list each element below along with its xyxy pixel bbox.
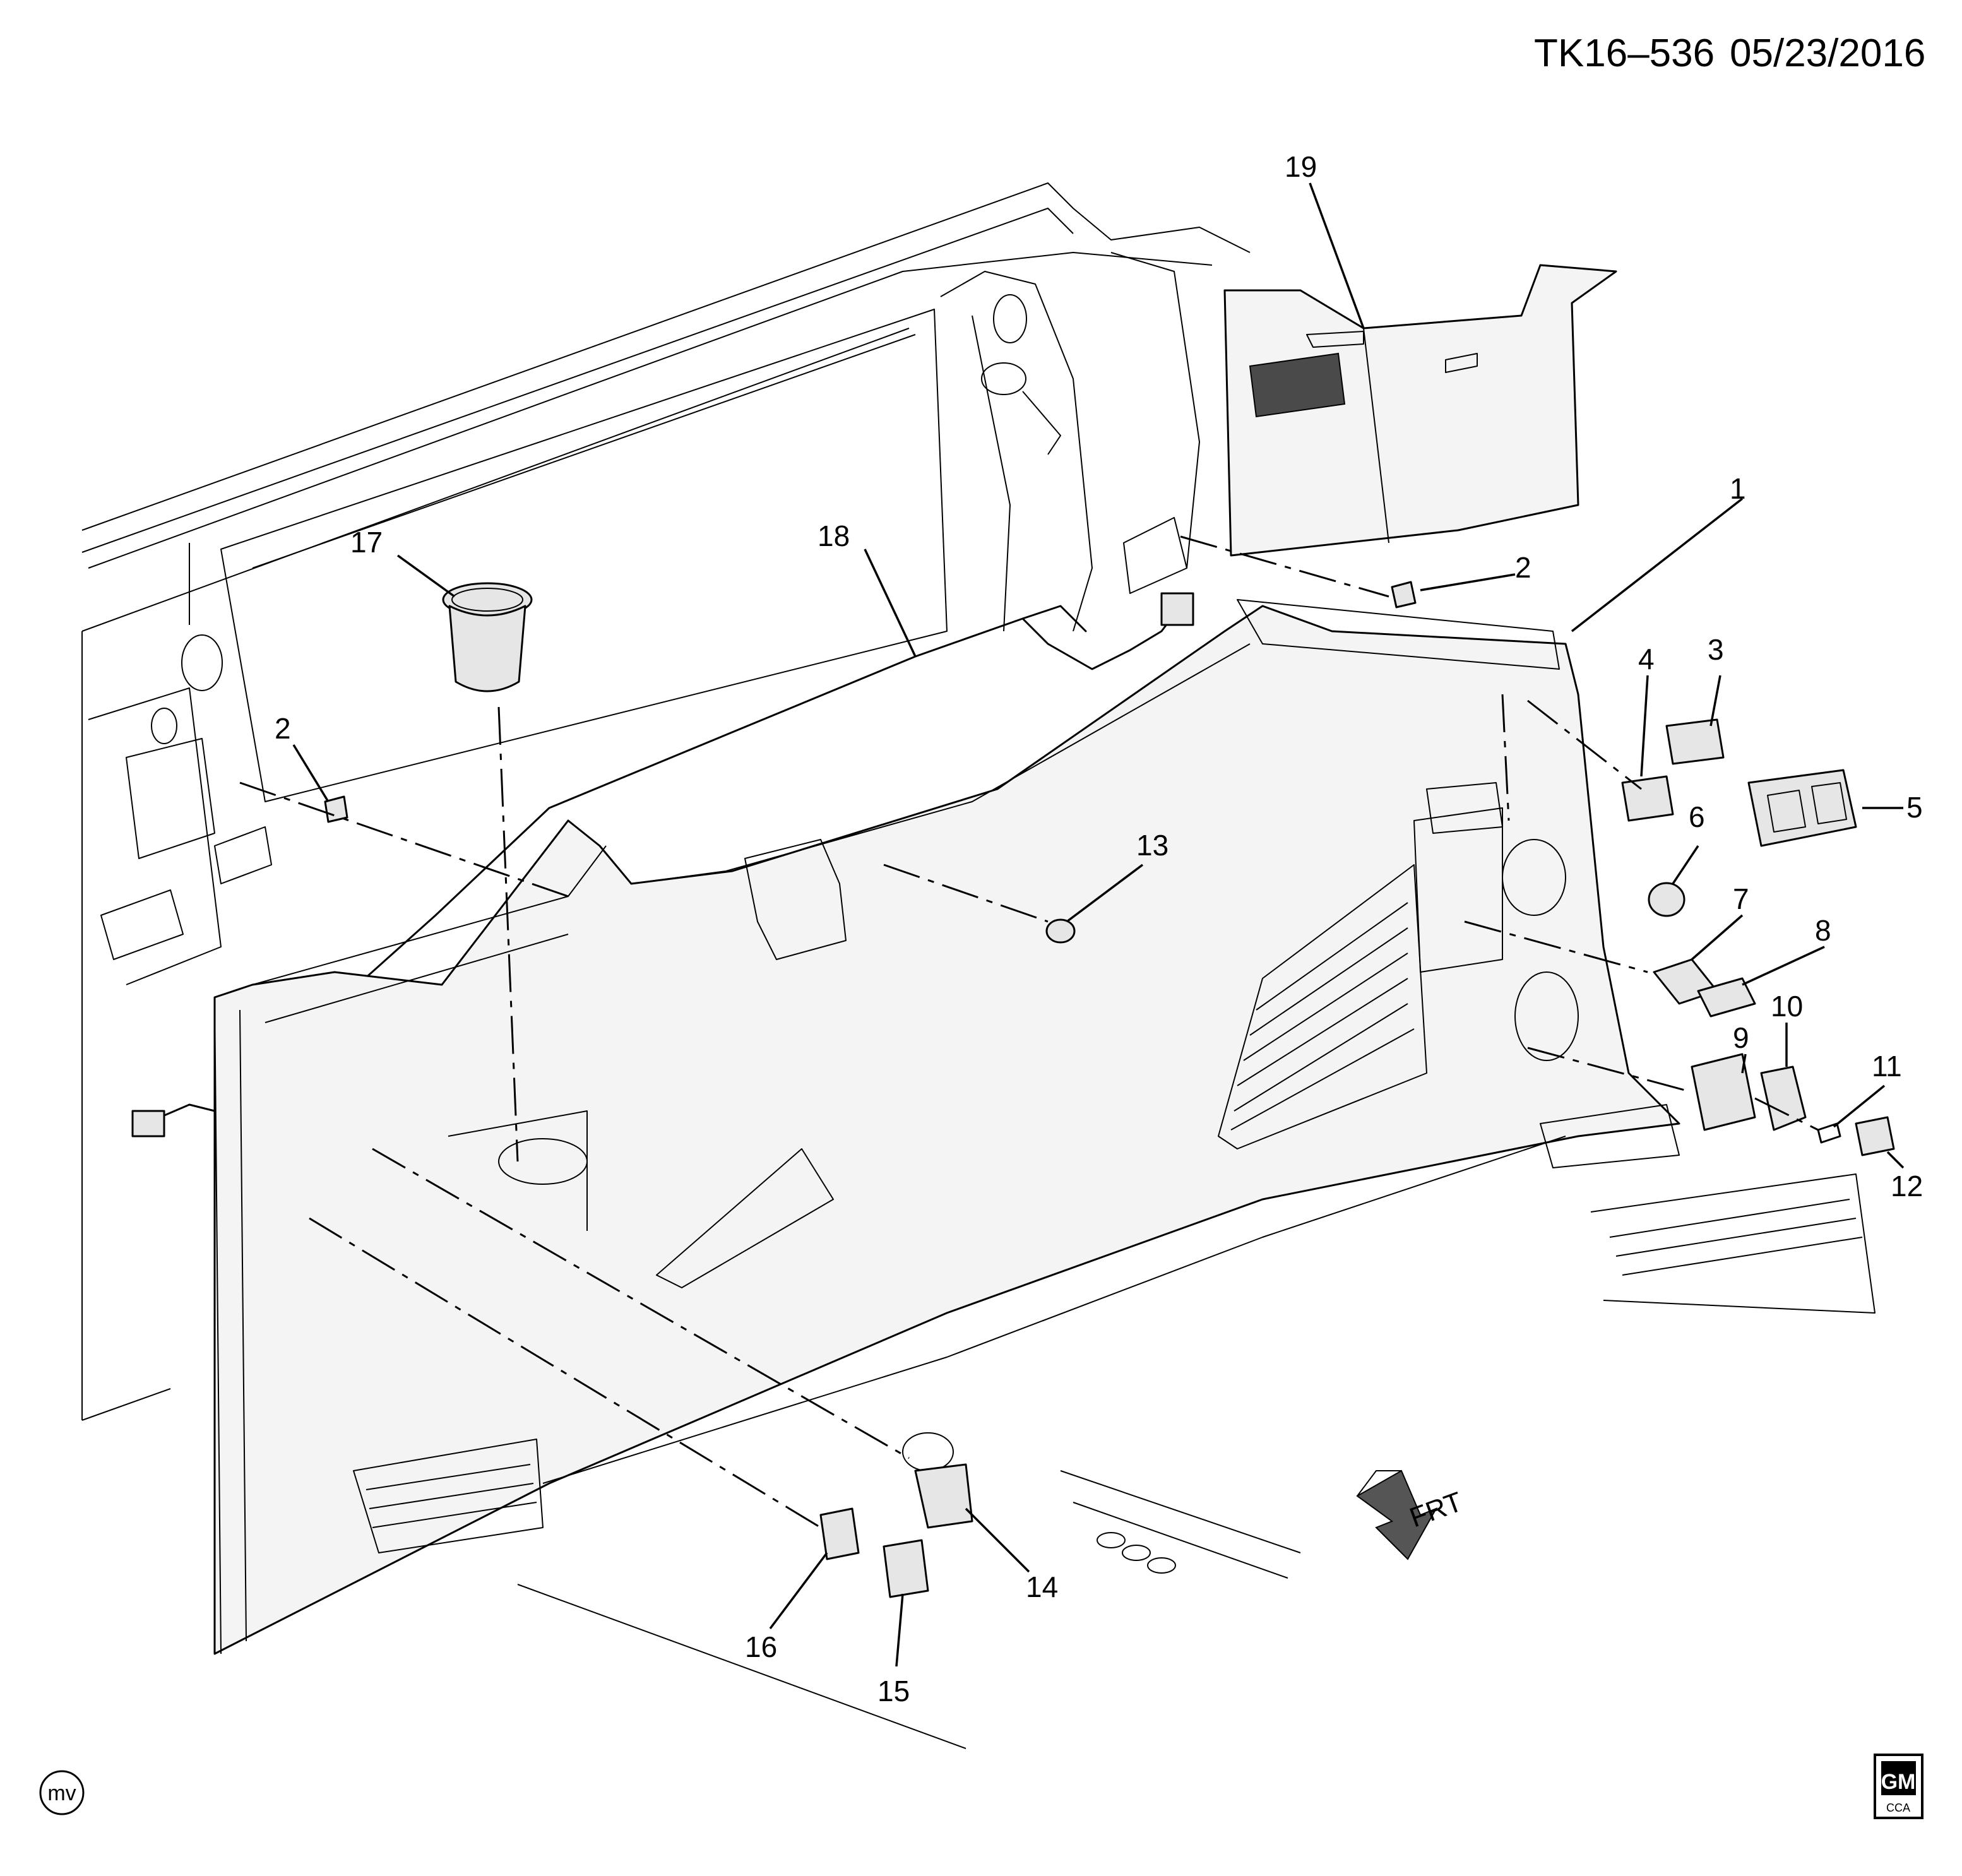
callout-10: 10 [1771,990,1803,1023]
clip-left [324,795,348,823]
mv-mark: mv [39,1770,85,1815]
callout-17: 17 [350,526,383,559]
callout-8: 8 [1815,914,1831,947]
callout-5: 5 [1906,791,1923,824]
lower-trim-panel [213,599,1680,1655]
clip-lower [819,1507,860,1560]
hook [1760,1066,1807,1131]
callout-16: 16 [745,1630,777,1663]
callout-19: 19 [1285,150,1317,183]
callout-4: 4 [1638,643,1655,675]
callout-12: 12 [1891,1170,1923,1202]
alignment-lines [239,535,1819,1529]
callout-18: 18 [818,519,850,552]
callout-3: 3 [1708,633,1724,666]
bezel-lower [883,1539,929,1598]
callout-9: 9 [1733,1021,1749,1054]
switch-assembly [1621,718,1857,847]
callout-11: 11 [1872,1050,1902,1083]
callout-13: 13 [1136,829,1168,862]
gm-logo: GM CCA [1874,1754,1923,1819]
callout-1: 1 [1730,472,1746,505]
tie-down-anchor [902,1432,973,1529]
gm-logo-sub: CCA [1886,1802,1910,1814]
callout-7: 7 [1733,882,1749,915]
callout-2-left: 2 [275,712,291,745]
gm-logo-label: GM [1881,1770,1916,1794]
outlet-bezel [1691,1053,1756,1131]
clip-upper [1391,581,1417,609]
callout-labels: 1 2 2 3 4 5 6 7 8 9 10 11 12 13 14 15 16… [275,150,1923,1707]
callout-15: 15 [877,1675,910,1707]
callout-2-upper: 2 [1515,551,1531,584]
drawing-id: TK16–536 [1534,32,1715,75]
body-structure [81,182,1876,1749]
callout-leaders [292,182,1905,1667]
drawing-date: 05/23/2016 [1730,32,1925,75]
mv-mark-label: mv [47,1781,76,1805]
cap [1855,1116,1895,1156]
front-arrow: FRT [1356,1469,1466,1560]
upper-trim-panel [1223,264,1617,557]
callout-14: 14 [1026,1570,1058,1603]
cup-holder-insert [442,582,533,692]
socket [1697,977,1756,1018]
push-pin [1045,918,1076,944]
screw [1817,1122,1841,1144]
plug [1648,882,1686,917]
callout-6: 6 [1689,800,1705,833]
front-arrow-label: FRT [1406,1486,1466,1533]
